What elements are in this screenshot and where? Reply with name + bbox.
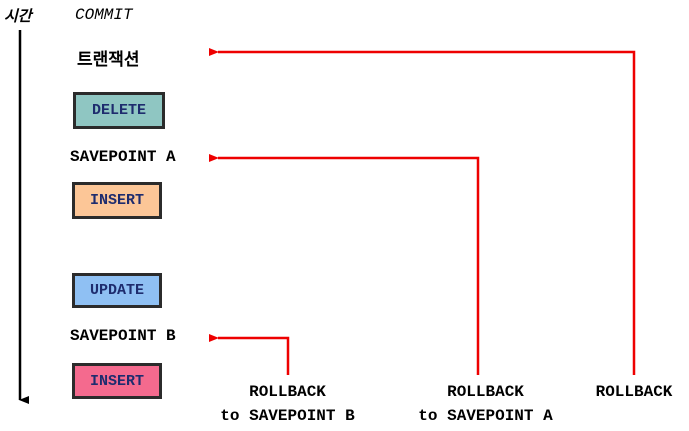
rollback-b-line1: ROLLBACK [249, 383, 326, 401]
rollback-b-line2: to SAVEPOINT B [220, 407, 355, 425]
delete-operation-box: DELETE [73, 92, 165, 129]
rollback-a-line1: ROLLBACK [447, 383, 524, 401]
rollback-full-label: ROLLBACK [582, 380, 686, 404]
rollback-a-line2: to SAVEPOINT A [418, 407, 553, 425]
insert-operation-box-1: INSERT [72, 182, 162, 219]
rollback-b-arrow [209, 334, 290, 375]
savepoint-a-label: SAVEPOINT A [70, 148, 176, 166]
rollback-to-savepoint-b-label: ROLLBACK to SAVEPOINT B [200, 380, 375, 428]
transaction-label: 트랜잭션 [77, 50, 140, 70]
time-axis-label: 시간 [4, 7, 32, 25]
rollback-full-arrow [209, 48, 636, 375]
insert-operation-box-2: INSERT [72, 363, 162, 399]
update-operation-box: UPDATE [72, 273, 162, 308]
rollback-a-arrow [209, 154, 480, 375]
rollback-to-savepoint-a-label: ROLLBACK to SAVEPOINT A [398, 380, 573, 428]
rollback-full-line1: ROLLBACK [595, 383, 673, 401]
savepoint-b-label: SAVEPOINT B [70, 327, 176, 345]
commit-label: COMMIT [75, 6, 133, 24]
